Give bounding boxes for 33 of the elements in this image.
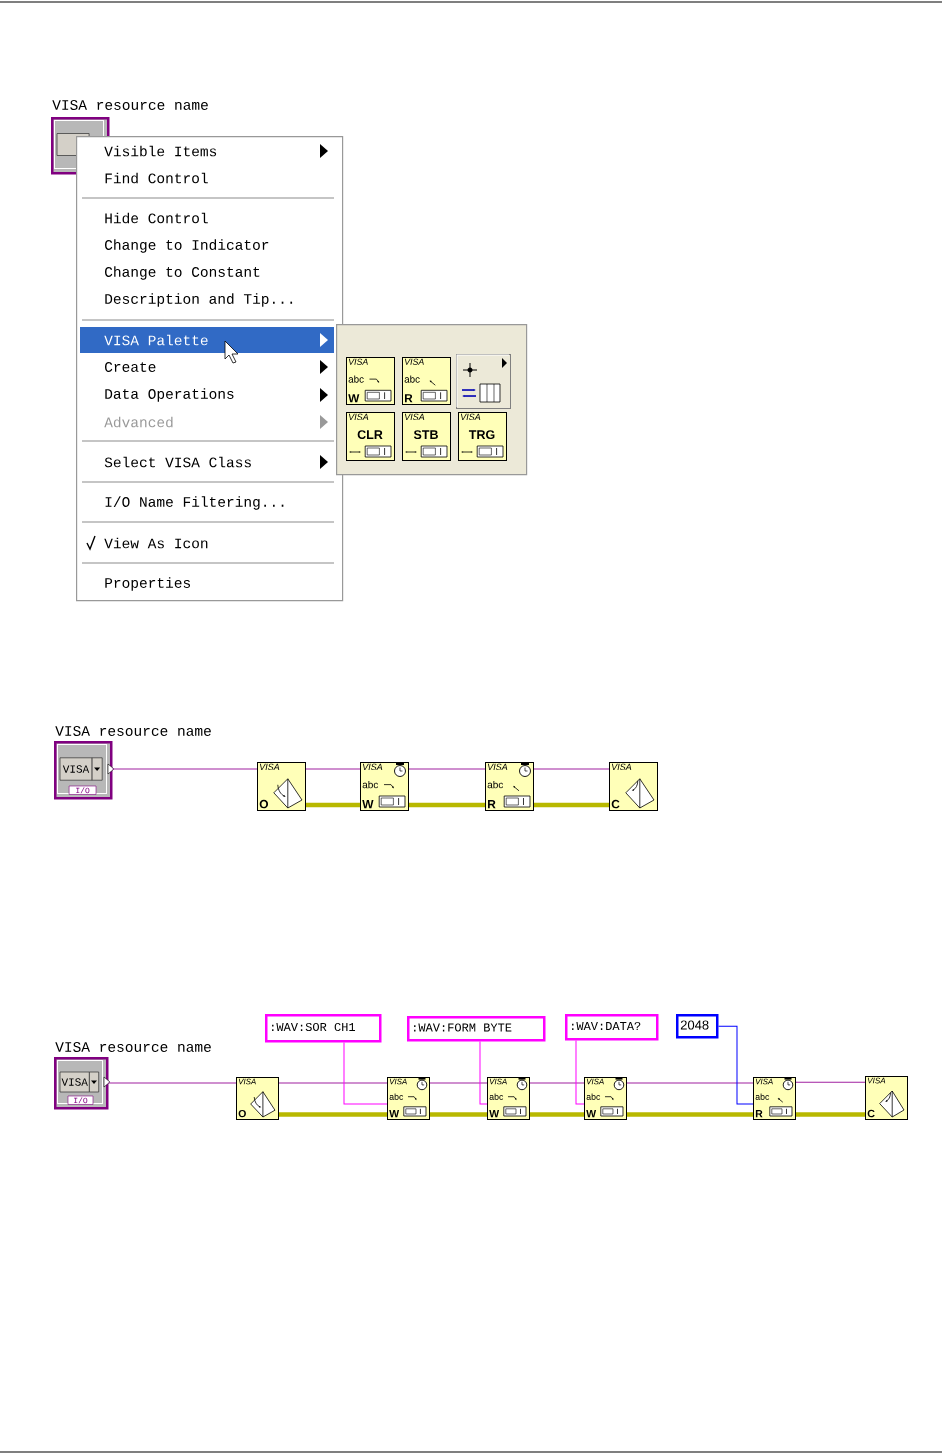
wire bbox=[430, 1112, 487, 1117]
numeric-constant: 2048 bbox=[676, 1014, 719, 1039]
wire bbox=[530, 1112, 584, 1117]
wire bbox=[627, 1112, 753, 1117]
resource-name-control: VISA resource name VISA I/O bbox=[54, 1042, 211, 1110]
wire bbox=[112, 768, 258, 770]
wire bbox=[529, 1082, 585, 1084]
string-constant: :WAV:FORM BYTE bbox=[407, 1016, 546, 1042]
wire bbox=[626, 1082, 754, 1084]
string-constant: :WAV:DATA? bbox=[565, 1014, 659, 1041]
wire bbox=[718, 1025, 754, 1105]
wire bbox=[796, 1112, 865, 1117]
wire bbox=[533, 768, 610, 770]
wire bbox=[108, 1082, 237, 1084]
wire bbox=[343, 1042, 388, 1105]
wire bbox=[408, 768, 486, 770]
wire bbox=[575, 1040, 585, 1105]
wire bbox=[279, 1112, 387, 1117]
wire bbox=[305, 768, 361, 770]
wire bbox=[278, 1082, 388, 1084]
wire bbox=[409, 802, 485, 808]
context-menu: Visible Items Find Control Hide Control Change to Indicator Change to Constant Description and Tip... VISA Palette Create Data Operations Advanced Select VISA Class I/O Name Filtering... View As Icon Properties bbox=[76, 136, 344, 602]
node-label: VISA resource name bbox=[52, 100, 208, 110]
palette-button bbox=[456, 354, 511, 409]
node-label: VISA resource name bbox=[55, 1042, 211, 1052]
resource-name-control: VISA resource name VISA I/O bbox=[54, 726, 211, 800]
wire bbox=[479, 1041, 488, 1105]
node-label: VISA resource name bbox=[55, 726, 211, 736]
wire bbox=[306, 802, 360, 808]
wire bbox=[429, 1082, 488, 1084]
wire bbox=[795, 1081, 866, 1083]
wire bbox=[534, 802, 609, 808]
string-constant: :WAV:SOR CH1 bbox=[265, 1014, 382, 1043]
